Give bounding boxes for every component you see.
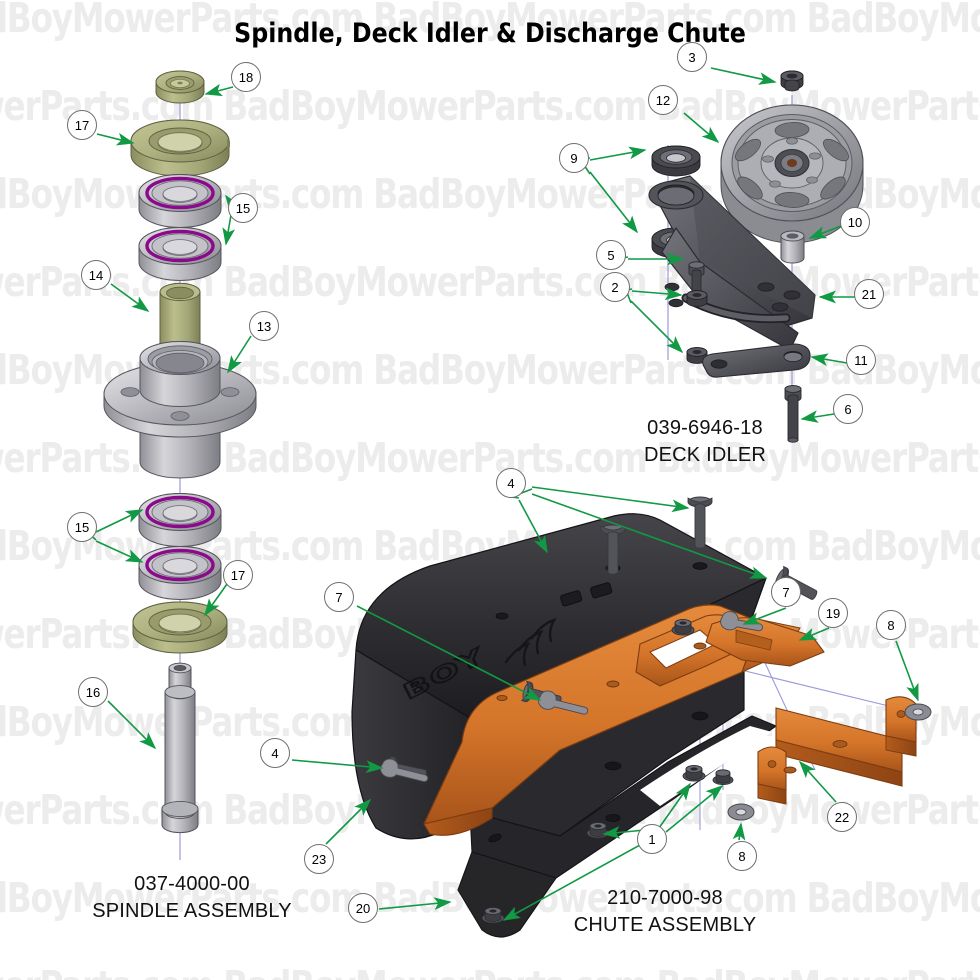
callout-4[interactable]: 4: [260, 738, 290, 768]
part-9-flange-bearing-upper: [651, 145, 701, 177]
callout-4[interactable]: 4: [496, 468, 526, 498]
part-2-nut-upper: [686, 290, 708, 307]
part-15-bearing-lower-1: [138, 493, 222, 547]
part-7-pins: [380, 611, 763, 783]
callout-9[interactable]: 9: [559, 143, 589, 173]
part-22-orange-bracket-lower: [757, 696, 917, 805]
callout-13[interactable]: 13: [249, 311, 279, 341]
assembly-part-number: 037-4000-00: [134, 873, 250, 895]
callout-10[interactable]: 10: [840, 207, 870, 237]
part-16-spindle-shaft: [161, 662, 199, 834]
part-8-washers: [727, 703, 932, 821]
part-3-locknut: [780, 70, 804, 92]
callout-15[interactable]: 15: [228, 193, 258, 223]
part-15-bearing-lower-2: [138, 546, 222, 600]
part-15-bearing-upper-1: [138, 174, 222, 228]
callout-23[interactable]: 23: [304, 844, 334, 874]
callout-1[interactable]: 1: [637, 824, 667, 854]
callout-22[interactable]: 22: [827, 802, 857, 832]
callout-7[interactable]: 7: [771, 577, 801, 607]
callout-19[interactable]: 19: [818, 598, 848, 628]
assembly-part-number: 039-6946-18: [647, 417, 763, 439]
part-21-idler-arm: [648, 175, 816, 351]
assembly-name: SPINDLE ASSEMBLY: [92, 900, 292, 922]
callout-8[interactable]: 8: [727, 841, 757, 871]
callout-8[interactable]: 8: [876, 610, 906, 640]
callout-15[interactable]: 15: [67, 512, 97, 542]
part-18-cap: [155, 70, 205, 104]
page-title: Spindle, Deck Idler & Discharge Chute: [234, 18, 746, 49]
callout-6[interactable]: 6: [833, 394, 863, 424]
callout-18[interactable]: 18: [231, 62, 261, 92]
callout-17[interactable]: 17: [223, 560, 253, 590]
part-1-flange-nuts: [481, 619, 734, 924]
part-13-spindle-housing: [103, 341, 257, 479]
part-12-idler-pulley: [720, 104, 864, 244]
callout-20[interactable]: 20: [348, 893, 378, 923]
spindle-assembly-art: [84, 70, 257, 860]
chute-assembly-art: BOY: [291, 486, 932, 938]
callout-21[interactable]: 21: [854, 279, 884, 309]
callout-16[interactable]: 16: [78, 677, 108, 707]
assembly-name: DECK IDLER: [643, 444, 767, 466]
callout-2[interactable]: 2: [600, 272, 630, 302]
part-2-nut-lower: [686, 347, 708, 364]
callout-5[interactable]: 5: [596, 240, 626, 270]
assembly-name: CHUTE ASSEMBLY: [573, 914, 757, 936]
callout-7[interactable]: 7: [324, 582, 354, 612]
part-6-shoulder-bolt: [784, 385, 802, 443]
assembly-part-number: 210-7000-98: [607, 887, 723, 909]
deck-idler-assembly-art: [578, 67, 864, 443]
part-17-seal-washer-bottom: [132, 601, 228, 654]
part-10-spacer: [780, 230, 805, 264]
callout-14[interactable]: 14: [81, 260, 111, 290]
part-11-link-bar: [702, 343, 811, 378]
callout-12[interactable]: 12: [648, 85, 678, 115]
callout-3[interactable]: 3: [677, 42, 707, 72]
callout-11[interactable]: 11: [846, 345, 876, 375]
callout-17[interactable]: 17: [67, 110, 97, 140]
part-15-bearing-upper-2: [138, 227, 222, 281]
part-14-spacer-sleeve: [159, 282, 201, 357]
part-17-seal-washer-top: [130, 119, 230, 177]
